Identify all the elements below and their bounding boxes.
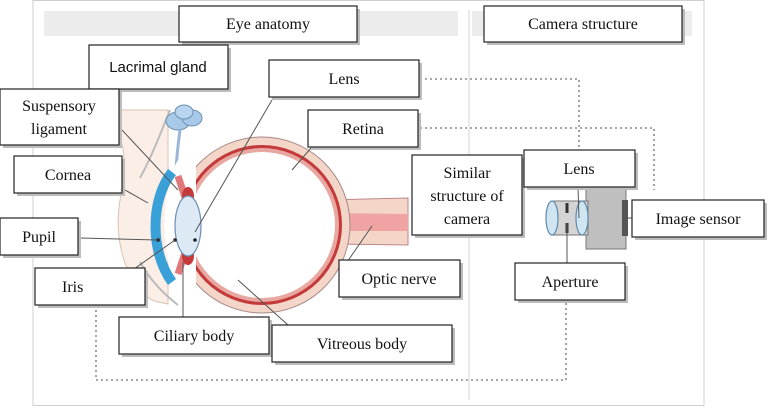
vitreous-body-illustration xyxy=(189,152,335,298)
ciliary-body-label: Ciliary body xyxy=(118,316,272,357)
image-sensor-label: Image sensor xyxy=(631,199,767,240)
lacrimal-gland-illustration xyxy=(165,104,203,176)
lens-text: Lens xyxy=(328,71,359,88)
optic-nerve-text: Optic nerve xyxy=(361,271,436,288)
pupil-label: Pupil xyxy=(0,217,81,258)
camera-lens-text: Lens xyxy=(563,161,594,178)
lacrimal-gland-label: Lacrimal gland xyxy=(88,44,231,92)
camera-lens-label: Lens xyxy=(523,149,638,190)
camera-body xyxy=(585,186,627,250)
similar-text-line3: camera xyxy=(444,211,490,228)
optic-nerve-label: Optic nerve xyxy=(338,259,463,300)
eye-anatomy-title: Eye anatomy xyxy=(226,16,310,33)
aperture-text: Aperture xyxy=(542,274,599,291)
lens-label: Lens xyxy=(268,59,422,100)
suspensory-ligament-label: Suspensory ligament xyxy=(0,88,122,148)
similar-structure-label: Similar structure of camera xyxy=(411,154,525,238)
similar-text-line1: Similar xyxy=(443,165,491,182)
iris-text: Iris xyxy=(62,279,83,296)
iris-aperture-connector xyxy=(95,300,567,381)
retina-connector xyxy=(420,127,655,190)
skin-profile xyxy=(111,109,169,305)
eye-anatomy-header: Eye anatomy xyxy=(178,5,360,45)
image-sensor-text: Image sensor xyxy=(656,211,742,228)
camera-lens-front xyxy=(545,200,559,236)
lens-illustration xyxy=(174,195,202,257)
lower-eyelid xyxy=(139,261,179,306)
ciliary-body-text: Ciliary body xyxy=(154,328,234,345)
suspensory-text-line2: ligament xyxy=(31,121,88,138)
camera-structure-title: Camera structure xyxy=(528,16,638,33)
vitreous-body-label: Vitreous body xyxy=(271,324,455,365)
pupil-text: Pupil xyxy=(22,229,56,246)
vitreous-body-text: Vitreous body xyxy=(317,336,407,353)
similar-text-line2: structure of xyxy=(430,188,504,205)
cornea-illustration xyxy=(150,168,177,285)
eye-illustration xyxy=(111,104,409,314)
iris-label: Iris xyxy=(34,267,148,308)
leader-lines xyxy=(79,99,632,326)
camera-structure-header: Camera structure xyxy=(483,5,685,45)
aperture-label: Aperture xyxy=(514,262,628,303)
retina-label: Retina xyxy=(307,109,421,150)
lacrimal-gland-text: Lacrimal gland xyxy=(109,59,207,76)
suspensory-text-line1: Suspensory xyxy=(22,98,96,115)
retina-text: Retina xyxy=(342,121,384,138)
camera-lens-rear xyxy=(575,200,589,236)
cornea-text: Cornea xyxy=(45,167,91,184)
cornea-label: Cornea xyxy=(13,155,125,196)
